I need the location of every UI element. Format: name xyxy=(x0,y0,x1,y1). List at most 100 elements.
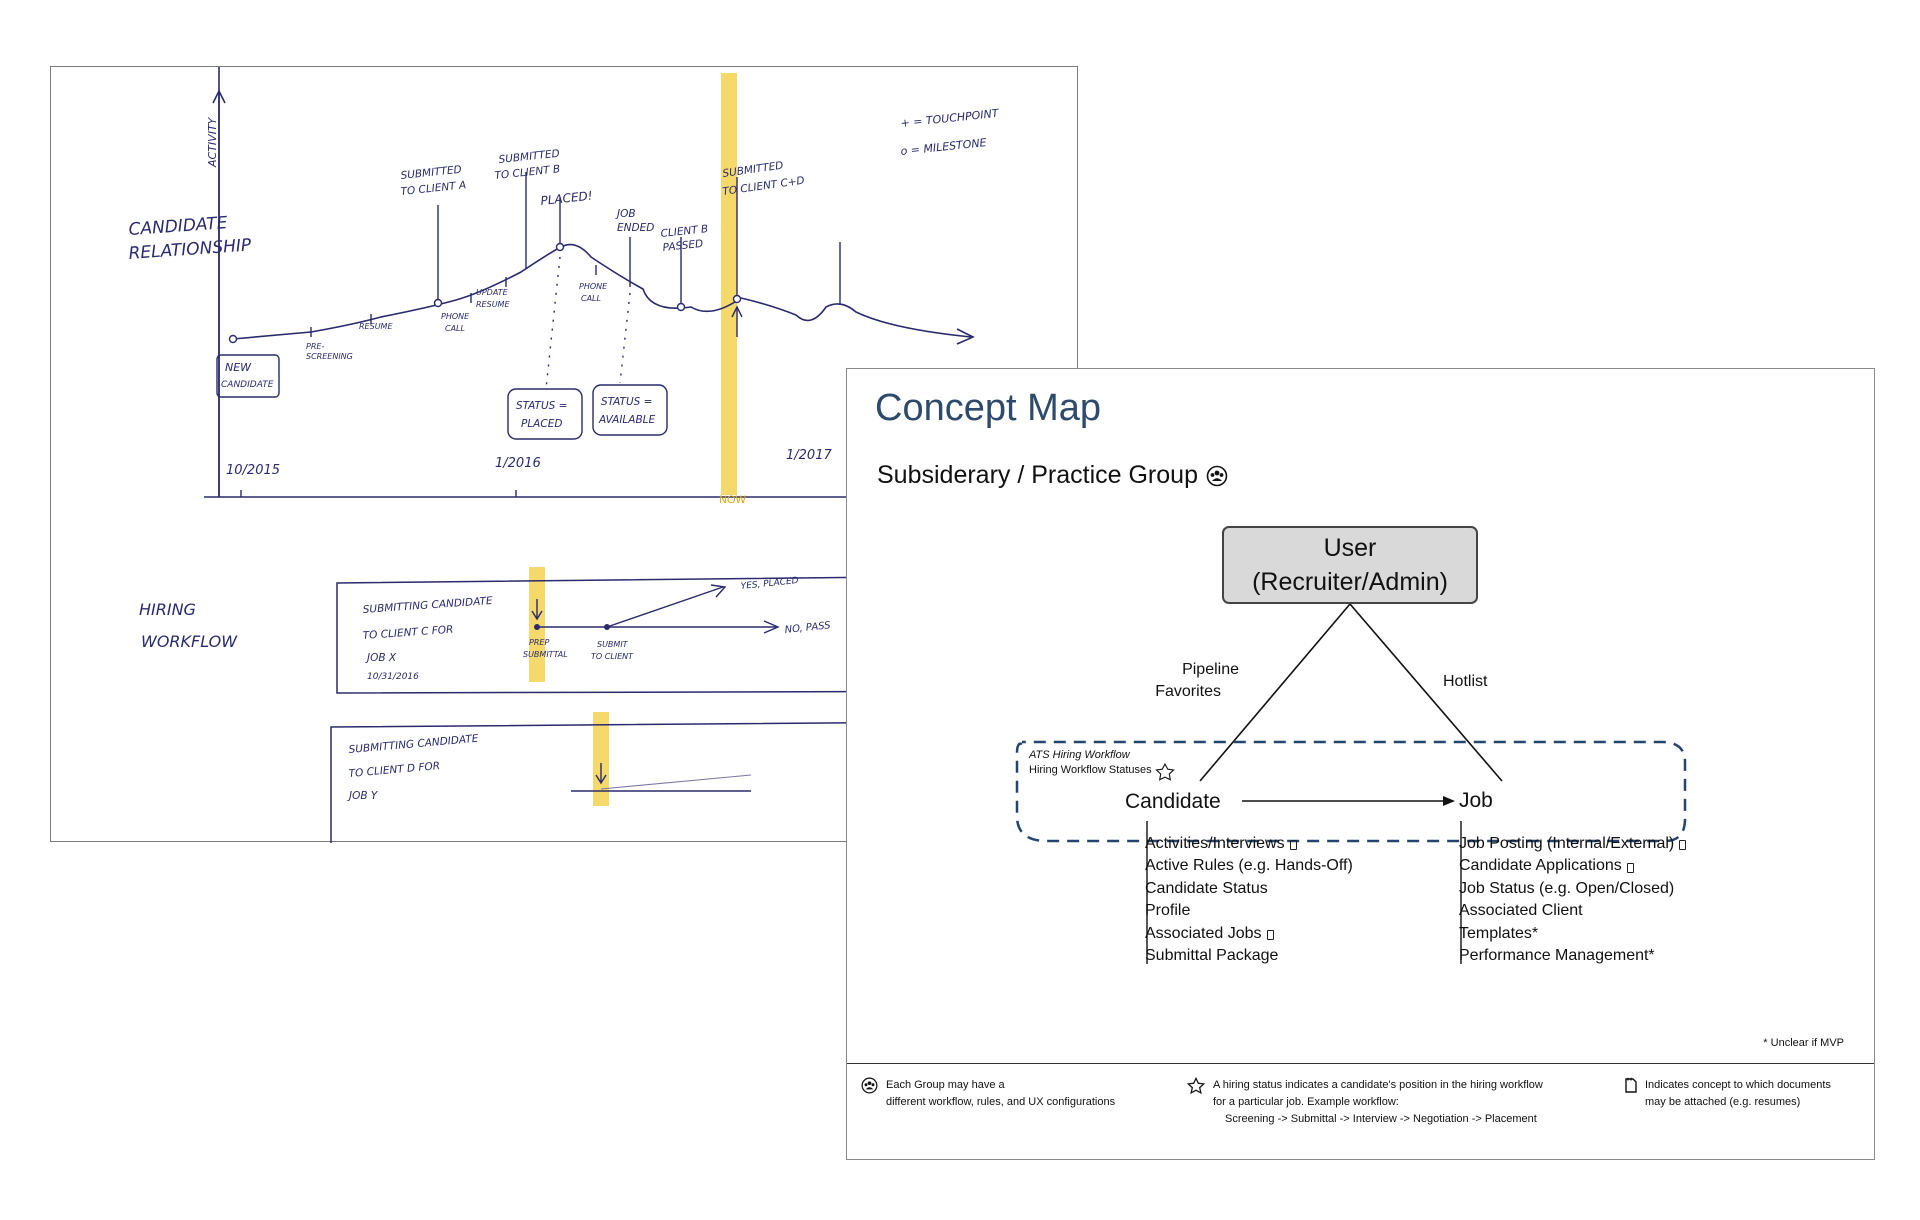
candidate-attribute: Active Rules (e.g. Hands-Off) xyxy=(1145,855,1353,877)
hiring-workflow-title: WORKFLOW xyxy=(141,632,238,651)
start-label: CANDIDATE xyxy=(221,380,274,390)
edge-candidate-job-arrowhead xyxy=(1443,796,1455,806)
workflow-outcome: NO, PASS xyxy=(784,620,832,636)
candidate-attribute: Profile xyxy=(1145,900,1353,922)
milestone-dot xyxy=(228,334,238,344)
job-attribute: Templates* xyxy=(1459,923,1686,945)
legend-text: different workflow, rules, and UX config… xyxy=(886,1096,1116,1108)
legend-document: Indicates concept to which documents may… xyxy=(1625,1077,1831,1111)
subtitle-text: Subsiderary / Practice Group xyxy=(877,461,1198,489)
workflow-highlight-bar-2 xyxy=(593,712,609,806)
star-icon xyxy=(1155,762,1175,781)
star-icon xyxy=(1187,1077,1205,1095)
milestone-dot xyxy=(555,242,565,252)
workflow-card-text: TO CLIENT D FOR xyxy=(348,760,440,780)
workflow-dashed-border xyxy=(1015,740,1687,843)
subtitle: Subsiderary / Practice Group xyxy=(877,461,1228,490)
activity-axis-arrow xyxy=(212,89,226,104)
legend-text: A hiring status indicates a candidate's … xyxy=(1213,1079,1543,1091)
user-node-line1: User xyxy=(1323,534,1377,562)
document-icon xyxy=(1289,840,1297,851)
milestone-label: PASSED xyxy=(662,238,704,254)
job-attribute: Job Status (e.g. Open/Closed) xyxy=(1459,878,1686,900)
workflow-card-text: SUBMITTING CANDIDATE xyxy=(348,733,479,756)
milestone-dot xyxy=(676,302,686,312)
legend-status: A hiring status indicates a candidate's … xyxy=(1187,1077,1543,1128)
job-attribute-list: Job Posting (Internal/External)Candidate… xyxy=(1459,833,1687,967)
edge-label-pipeline: Pipeline Favorites xyxy=(1123,659,1239,703)
milestone-label: CLIENT B xyxy=(660,223,709,240)
user-node-line2: (Recruiter/Admin) xyxy=(1252,568,1448,596)
job-attribute-text: Candidate Applications xyxy=(1459,857,1622,875)
legend-text: may be attached (e.g. resumes) xyxy=(1645,1096,1801,1108)
status-available-box xyxy=(592,384,668,436)
job-attribute: Associated Client xyxy=(1459,900,1686,922)
legend-text: Screening -> Submittal -> Interview -> N… xyxy=(1225,1113,1537,1125)
ats-workflow-label: ATS Hiring Workflow Hiring Workflow Stat… xyxy=(1029,748,1152,778)
workflow-card-1 xyxy=(336,574,1079,694)
workflow-card-text: JOB X xyxy=(365,652,397,664)
status-label: STATUS = xyxy=(601,396,652,408)
now-highlight-bar xyxy=(721,73,737,495)
milestone-label: JOB xyxy=(615,208,636,220)
milestone-label: SUBMITTED xyxy=(400,164,462,182)
candidate-attribute-text: Active Rules (e.g. Hands-Off) xyxy=(1145,857,1353,875)
touchpoint-label: PHONE xyxy=(441,312,470,321)
edge-label-hotlist: Hotlist xyxy=(1443,673,1488,690)
touchpoint-label: CALL xyxy=(445,324,465,333)
ats-workflow-line1: ATS Hiring Workflow xyxy=(1029,749,1130,761)
candidate-attribute-text: Submittal Package xyxy=(1145,947,1279,965)
status-label: PLACED xyxy=(521,418,562,430)
workflow-card-text: JOB Y xyxy=(347,790,379,802)
workflow-card-text: SUBMITTING CANDIDATE xyxy=(362,595,493,616)
job-attribute-text: Performance Management* xyxy=(1459,947,1655,965)
date-label: 1/2017 xyxy=(786,448,832,463)
group-icon xyxy=(1206,465,1228,486)
document-icon xyxy=(1679,840,1687,851)
touchpoint-label: PRE- xyxy=(306,342,324,351)
job-attribute-text: Associated Client xyxy=(1459,902,1583,920)
workflow-step-label: SUBMITTAL xyxy=(523,650,568,659)
candidate-attribute: Associated Jobs xyxy=(1145,923,1353,945)
workflow-step-label: SUBMIT xyxy=(597,640,629,649)
milestone-dot xyxy=(732,294,742,304)
touchpoint-label: RESUME xyxy=(476,300,510,309)
edge-user-job xyxy=(1349,603,1503,782)
candidate-attribute: Activities/Interviews xyxy=(1145,833,1353,855)
candidate-attribute-text: Profile xyxy=(1145,902,1191,920)
workflow-step-dot xyxy=(604,624,610,630)
workflow-step-dot xyxy=(534,624,540,630)
touchpoint-label: PHONE xyxy=(579,282,608,291)
document-icon xyxy=(1626,862,1634,873)
candidate-attribute-text: Associated Jobs xyxy=(1145,924,1262,942)
candidate-attribute: Submittal Package xyxy=(1145,945,1353,967)
hiring-workflow-title: HIRING xyxy=(139,600,196,619)
start-label: NEW xyxy=(225,361,252,374)
activity-axis-label: ACTIVITY xyxy=(206,116,219,168)
candidate-attribute-text: Candidate Status xyxy=(1145,879,1268,897)
date-label: 10/2015 xyxy=(226,463,280,478)
group-icon xyxy=(861,1077,878,1094)
legend-group: Each Group may have a different workflow… xyxy=(861,1077,1115,1111)
relationship-curve xyxy=(232,243,972,340)
user-node: User (Recruiter/Admin) xyxy=(1222,526,1478,604)
job-attribute-text: Templates* xyxy=(1459,924,1539,942)
document-icon xyxy=(1625,1077,1637,1093)
legend-text: Each Group may have a xyxy=(886,1079,1005,1091)
status-label: AVAILABLE xyxy=(598,414,655,426)
date-label: 1/2016 xyxy=(495,456,541,471)
curve-arrow xyxy=(956,328,975,345)
touchpoint-label: UPDATE xyxy=(476,288,509,297)
concept-diagram xyxy=(1015,603,1687,964)
touchpoint-legend: + = TOUCHPOINT xyxy=(900,107,1000,130)
milestone-label: TO CLIENT B xyxy=(494,163,561,182)
workflow-step-label: TO CLIENT xyxy=(591,652,634,661)
milestone-label: TO CLIENT A xyxy=(400,179,467,198)
workflow-card-2 xyxy=(330,720,1079,843)
workflow-card-text: TO CLIENT C FOR xyxy=(362,624,453,642)
edge-user-candidate xyxy=(1199,603,1351,782)
candidate-relationship-title: CANDIDATE xyxy=(128,213,228,240)
touchpoint-label: CALL xyxy=(581,294,601,303)
workflow-card-date: 10/31/2016 xyxy=(367,672,419,682)
